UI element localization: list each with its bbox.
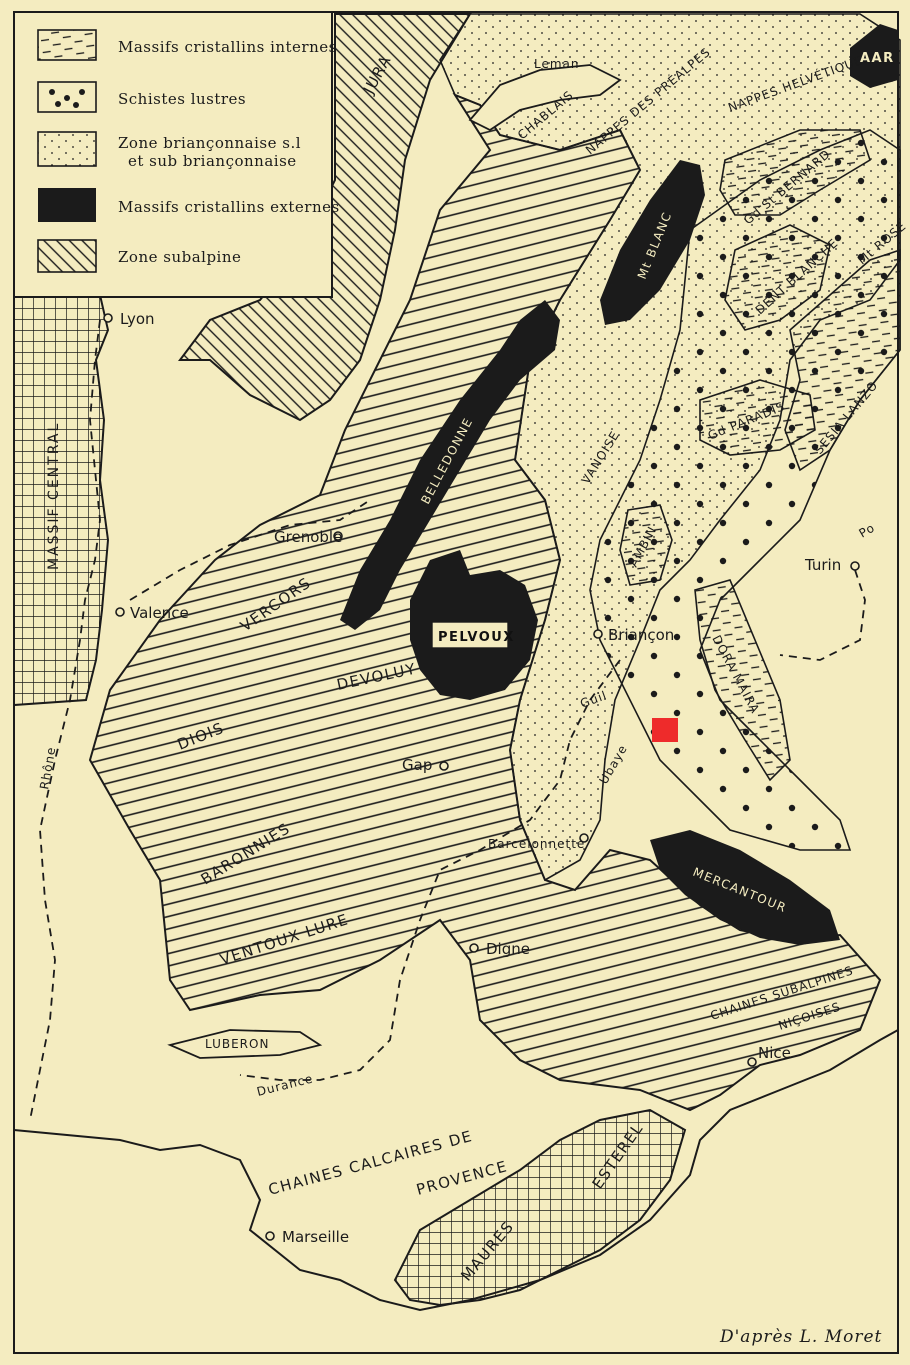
label-pelvoux: PELVOUX	[438, 630, 515, 645]
city-gap: Gap	[402, 756, 449, 774]
rhone-river	[29, 319, 101, 1121]
lake-leman	[468, 64, 622, 132]
city-valence: Valence	[115, 604, 189, 622]
luberon-hills	[167, 1029, 323, 1059]
label-po: Po	[857, 520, 878, 540]
legend: Massifs cristallins internes Schistes lu…	[13, 11, 340, 298]
city-lyon: Lyon	[103, 310, 155, 328]
city-label-lyon: Lyon	[120, 310, 155, 328]
legend-swatch-internes	[37, 29, 97, 61]
legend-label-brianconnaise-2: et sub briançonnaise	[128, 152, 297, 170]
city-barcelonnette: Barcelonnette	[488, 833, 589, 851]
durance-river	[239, 659, 621, 1081]
mercantour-massif	[650, 830, 840, 945]
legend-label-schistes: Schistes lustres	[118, 90, 246, 108]
city-briancon: Briançon	[593, 626, 674, 644]
city-turin: Turin	[804, 556, 860, 574]
city-label-valence: Valence	[130, 604, 189, 622]
label-aar: AAR	[860, 51, 895, 66]
city-digne: Digne	[469, 940, 530, 958]
sesia-lanzo-massif	[784, 248, 901, 472]
po-river	[779, 569, 866, 661]
legend-swatch-brianconnaise	[37, 131, 97, 167]
aar-massif	[850, 24, 898, 88]
ambin-massif	[619, 504, 673, 586]
city-label-nice: Nice	[758, 1044, 791, 1062]
label-luberon: LUBERON	[205, 1037, 269, 1051]
city-label-gap: Gap	[402, 756, 432, 774]
mediterranean-coastline	[13, 1029, 899, 1312]
dora-maira-massif	[694, 579, 791, 782]
city-label-barcelonnette: Barcelonnette	[488, 837, 585, 851]
belledonne-massif	[340, 300, 560, 630]
city-nice: Nice	[747, 1044, 791, 1067]
location-marker	[652, 718, 678, 742]
legend-label-subalpine: Zone subalpine	[118, 248, 241, 266]
legend-label-internes: Massifs cristallins internes	[118, 38, 337, 56]
maures-esterel-zone	[393, 1108, 687, 1307]
map-credit: D'après L. Moret	[719, 1327, 882, 1347]
legend-swatch-externes	[38, 188, 96, 222]
city-label-marseille: Marseille	[282, 1228, 349, 1246]
city-label-turin: Turin	[804, 556, 841, 574]
city-marseille: Marseille	[265, 1228, 349, 1246]
mt-blanc-massif	[600, 160, 705, 325]
legend-label-externes: Massifs cristallins externes	[118, 198, 340, 216]
city-grenoble: Grenoble	[274, 528, 343, 546]
city-label-grenoble: Grenoble	[274, 528, 342, 546]
label-massif-central: MASSIF CENTRAL	[46, 422, 62, 570]
city-label-digne: Digne	[486, 940, 530, 958]
city-label-briancon: Briançon	[608, 626, 674, 644]
legend-swatch-subalpine	[37, 239, 97, 273]
label-leman: Leman	[534, 57, 580, 71]
dent-blanche-massif	[724, 224, 831, 331]
legend-label-brianconnaise: Zone briançonnaise s.l	[118, 134, 301, 152]
isere-river	[129, 499, 371, 601]
st-bernard-massif	[719, 129, 871, 216]
